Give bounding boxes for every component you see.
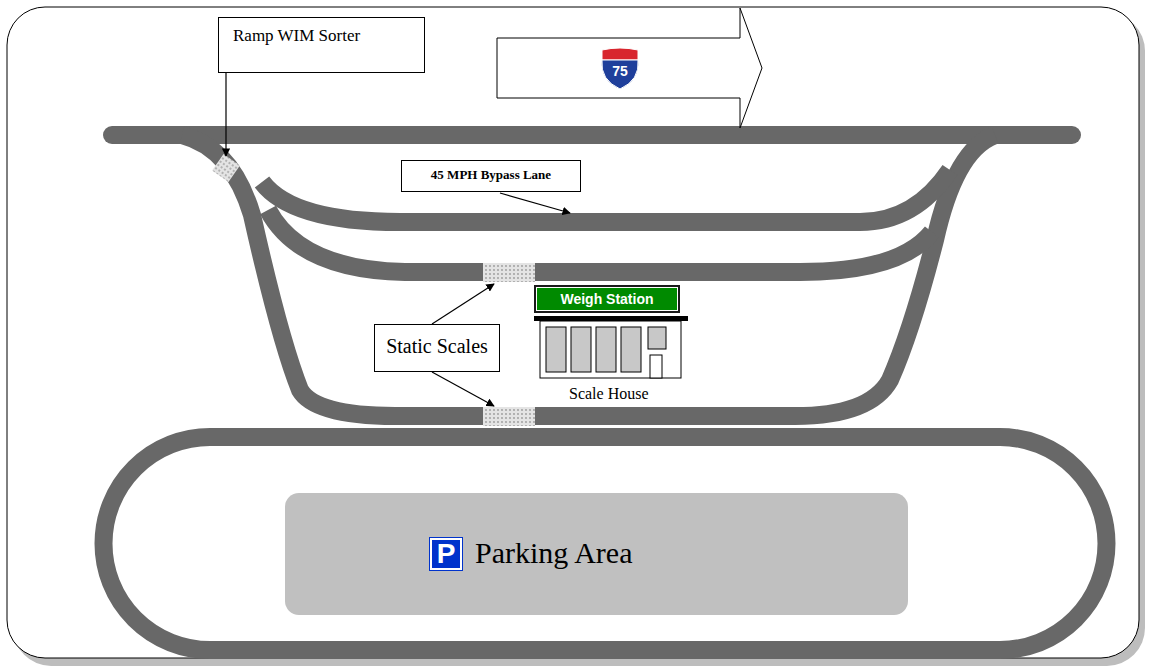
window: [596, 327, 616, 372]
bypass-road: [262, 170, 950, 222]
leader-line: [225, 73, 226, 156]
leader-line: [432, 372, 494, 406]
parking-icon: P: [430, 538, 462, 570]
roads: [104, 135, 1107, 650]
building-label: Scale House: [569, 385, 649, 403]
scale-pad: [483, 407, 535, 426]
scale-lane: [268, 210, 932, 272]
callout-box: Static Scales: [374, 324, 500, 372]
leader-line: [432, 284, 494, 324]
highway: [112, 126, 1072, 144]
wim-pad: [212, 154, 240, 182]
scale-pad: [483, 263, 535, 282]
window: [571, 327, 591, 372]
window: [546, 327, 566, 372]
interstate-shield: 75: [600, 46, 640, 90]
door: [650, 355, 662, 378]
leader-line: [500, 193, 570, 213]
box-label: Ramp WIM Sorter: [233, 26, 360, 46]
ramp-road: [182, 135, 995, 416]
callout-box: 45 MPH Bypass Lane: [401, 160, 581, 192]
window: [621, 327, 641, 372]
box-label: Static Scales: [386, 335, 488, 358]
area-label: Parking Area: [475, 536, 632, 570]
direction-arrow: [497, 8, 762, 128]
parking-loop: [104, 437, 1107, 650]
box-label: Weigh Station: [560, 291, 653, 307]
route-number: 75: [600, 63, 640, 79]
scale-house: [540, 321, 681, 378]
callout-box: Ramp WIM Sorter: [218, 17, 425, 73]
station-sign: Weigh Station: [534, 285, 680, 313]
parking-symbol: P: [437, 540, 456, 568]
box-label: 45 MPH Bypass Lane: [431, 167, 551, 183]
frame: [7, 7, 1139, 658]
parking-area: Parking Area P: [285, 493, 908, 615]
roof: [534, 316, 688, 321]
window: [648, 327, 666, 349]
